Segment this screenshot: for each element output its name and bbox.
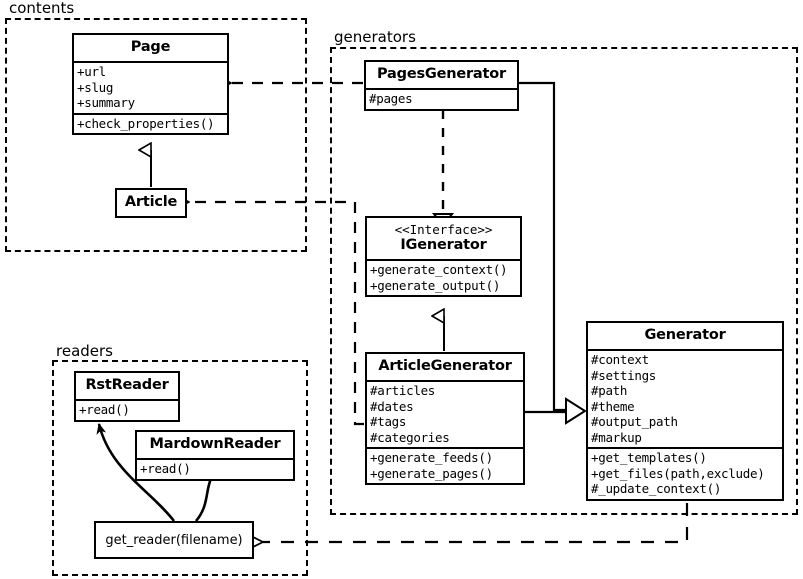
class-page-operations: +check_properties() [74, 112, 227, 134]
class-articlegenerator-attributes: #articles #dates #tags #categories [367, 380, 523, 447]
operation: +get_templates() [591, 450, 707, 465]
operation: +read() [140, 461, 191, 476]
operation: +get_files(path,exclude) [591, 465, 765, 481]
attribute: #pages [369, 91, 413, 106]
class-pagesgenerator-attributes: #pages [366, 88, 517, 109]
operation: +check_properties() [77, 115, 215, 131]
operation: +generate_context() [370, 262, 508, 277]
class-pagesgenerator[interactable]: PagesGenerator #pages [364, 60, 519, 111]
package-readers-label: readers [53, 343, 116, 359]
attribute: #settings [591, 367, 657, 383]
attribute: +slug [77, 79, 114, 95]
class-page-name: Page [130, 39, 171, 55]
attribute: #theme [591, 398, 635, 414]
attribute: #output_path [591, 414, 678, 429]
class-generator-attributes: #context #settings #path #theme #output_… [588, 349, 782, 447]
attribute: #articles [370, 383, 436, 398]
class-articlegenerator-operations: +generate_feeds() +generate_pages() [367, 447, 523, 483]
attribute: #markup [591, 429, 642, 445]
class-rstreader-operations: +read() [76, 399, 178, 420]
attribute: #categories [370, 429, 450, 445]
function-get-reader[interactable]: get_reader(filename) [94, 521, 254, 559]
package-readers [52, 360, 308, 576]
operation: +generate_feeds() [370, 450, 493, 465]
class-rstreader[interactable]: RstReader +read() [74, 371, 180, 422]
class-mardownreader-name: MardownReader [149, 436, 281, 452]
class-article[interactable]: Article [115, 188, 187, 218]
class-generator-name: Generator [644, 327, 726, 343]
class-igenerator-operations: +generate_context() +generate_output() [367, 259, 520, 295]
attribute: #path [591, 383, 628, 398]
class-generator-operations: +get_templates() +get_files(path,exclude… [588, 447, 782, 499]
class-igenerator-stereotype: <<Interface>> [394, 222, 493, 237]
function-get-reader-label: get_reader(filename) [105, 532, 243, 548]
attribute: #tags [370, 414, 407, 429]
class-mardownreader-operations: +read() [137, 458, 293, 479]
class-articlegenerator[interactable]: ArticleGenerator #articles #dates #tags … [365, 352, 525, 485]
attribute: +url [77, 64, 106, 79]
class-page[interactable]: Page +url +slug +summary +check_properti… [72, 33, 229, 135]
package-contents-label: contents [6, 0, 78, 16]
package-generators [330, 47, 798, 515]
class-igenerator[interactable]: <<Interface>> IGenerator +generate_conte… [365, 216, 522, 297]
class-pagesgenerator-name: PagesGenerator [377, 66, 506, 82]
class-igenerator-name: <<Interface>> IGenerator [367, 218, 520, 259]
class-article-name: Article [124, 194, 178, 210]
package-generators-label: generators [331, 29, 419, 45]
operation: +read() [79, 402, 130, 417]
attribute: #context [591, 352, 649, 367]
operation: #_update_context() [591, 481, 722, 496]
class-rstreader-name: RstReader [85, 377, 169, 393]
class-generator[interactable]: Generator #context #settings #path #them… [586, 321, 784, 501]
class-mardownreader[interactable]: MardownReader +read() [135, 430, 295, 481]
class-igenerator-title: IGenerator [400, 237, 487, 253]
operation: +generate_pages() [370, 465, 493, 481]
class-page-attributes: +url +slug +summary [74, 61, 227, 113]
attribute: #dates [370, 398, 414, 414]
package-contents [5, 18, 307, 252]
attribute: +summary [77, 95, 135, 110]
operation: +generate_output() [370, 277, 501, 293]
class-articlegenerator-name: ArticleGenerator [378, 358, 512, 374]
